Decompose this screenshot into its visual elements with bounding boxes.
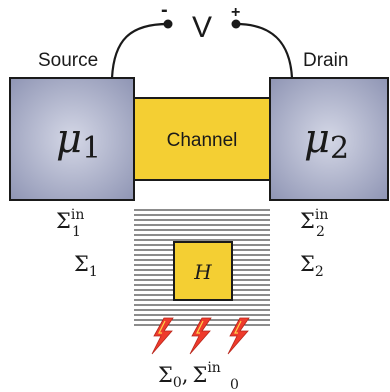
sigma0-base: Σ [158, 363, 173, 387]
sigma1-label: Σ1 [74, 252, 98, 280]
positive-terminal [231, 19, 241, 29]
sigma0-label: Σ0,Σin0 [158, 360, 239, 392]
source-contact [9, 77, 135, 201]
scattering-bolts [151, 317, 250, 355]
source-label: Source [38, 50, 98, 71]
sigma2-label: Σ2 [300, 252, 324, 280]
mu1-label: μ1 [56, 116, 101, 166]
positive-sign: + [231, 4, 240, 21]
sigma0-in-sup: in [207, 360, 221, 376]
sigma0-in-sub: 0 [230, 377, 239, 392]
sigma2-base: Σ [300, 252, 315, 276]
voltage-symbol: V [192, 11, 212, 44]
sigma2-in-base: Σ [300, 209, 315, 233]
sigma1-sub: 1 [89, 264, 98, 280]
sigma2-sub: 2 [315, 264, 324, 280]
sigma2-in-sub: 2 [316, 224, 325, 240]
sigma1-in-sup: in [71, 207, 85, 223]
source-wire [110, 22, 169, 79]
mu2-label: μ2 [304, 116, 349, 166]
energy-levels [134, 209, 270, 326]
drain-label: Drain [303, 50, 348, 71]
mu1-sub: 1 [82, 131, 101, 166]
hamiltonian-label: H [193, 260, 212, 284]
sigma1-base: Σ [74, 252, 89, 276]
channel-label: Channel [167, 130, 238, 151]
negative-terminal [163, 19, 173, 29]
sigma2-in-sup: in [315, 207, 329, 223]
sigma1-in-base: Σ [56, 209, 71, 233]
mu1-base: μ [56, 116, 82, 162]
sigma1-in-sub: 1 [72, 224, 81, 240]
sigma0-in-base: Σ [192, 363, 207, 387]
hamiltonian-box [173, 241, 233, 301]
mu2-base: μ [304, 116, 330, 162]
sigma0-comma: , [182, 363, 189, 387]
lightning-bolt-icon [227, 317, 250, 355]
channel-box [133, 97, 271, 181]
negative-sign: - [161, 0, 168, 21]
sigma0-sub: 0 [173, 375, 182, 391]
drain-wire [235, 22, 294, 79]
drain-contact [269, 77, 389, 201]
lightning-bolt-icon [189, 317, 212, 355]
lightning-bolt-icon [151, 317, 174, 355]
mu2-sub: 2 [330, 131, 349, 166]
